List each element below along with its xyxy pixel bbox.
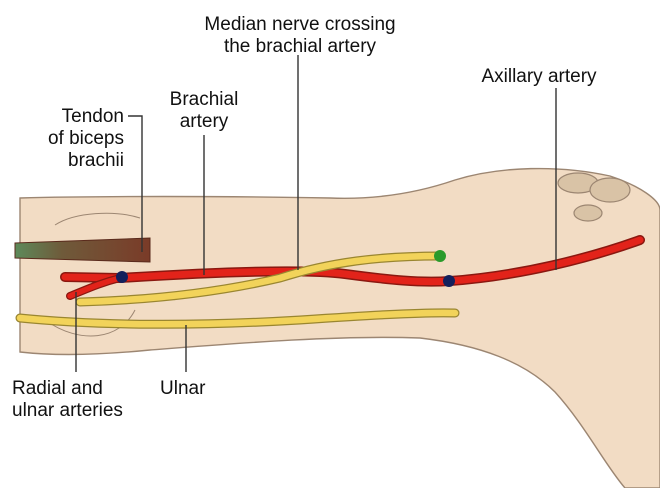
label-median-nerve-line2: the brachial artery — [182, 36, 418, 58]
label-tendon-line2: of biceps — [20, 128, 124, 150]
label-tendon-line3: brachii — [20, 150, 124, 172]
label-ulnar-line1: Ulnar — [160, 378, 230, 400]
label-axillary-artery: Axillary artery — [466, 66, 612, 88]
label-radial-ulnar-line1: Radial and — [12, 378, 162, 400]
brachial-pulse-point — [116, 271, 128, 283]
acromion — [590, 178, 630, 202]
label-radial-ulnar: Radial and ulnar arteries — [12, 378, 162, 422]
label-radial-ulnar-line2: ulnar arteries — [12, 400, 162, 422]
label-tendon: Tendon of biceps brachii — [20, 106, 124, 172]
label-brachial-artery-line1: Brachial — [158, 89, 250, 111]
label-median-nerve: Median nerve crossing the brachial arter… — [182, 14, 418, 58]
label-ulnar: Ulnar — [160, 378, 230, 400]
coracoid — [574, 205, 602, 221]
label-brachial-artery-line2: artery — [158, 111, 250, 133]
median-nerve-end — [434, 250, 446, 262]
label-brachial-artery: Brachial artery — [158, 89, 250, 133]
label-axillary-artery-line1: Axillary artery — [466, 66, 612, 88]
label-tendon-line1: Tendon — [20, 106, 124, 128]
axillary-pulse-point — [443, 275, 455, 287]
label-median-nerve-line1: Median nerve crossing — [182, 14, 418, 36]
